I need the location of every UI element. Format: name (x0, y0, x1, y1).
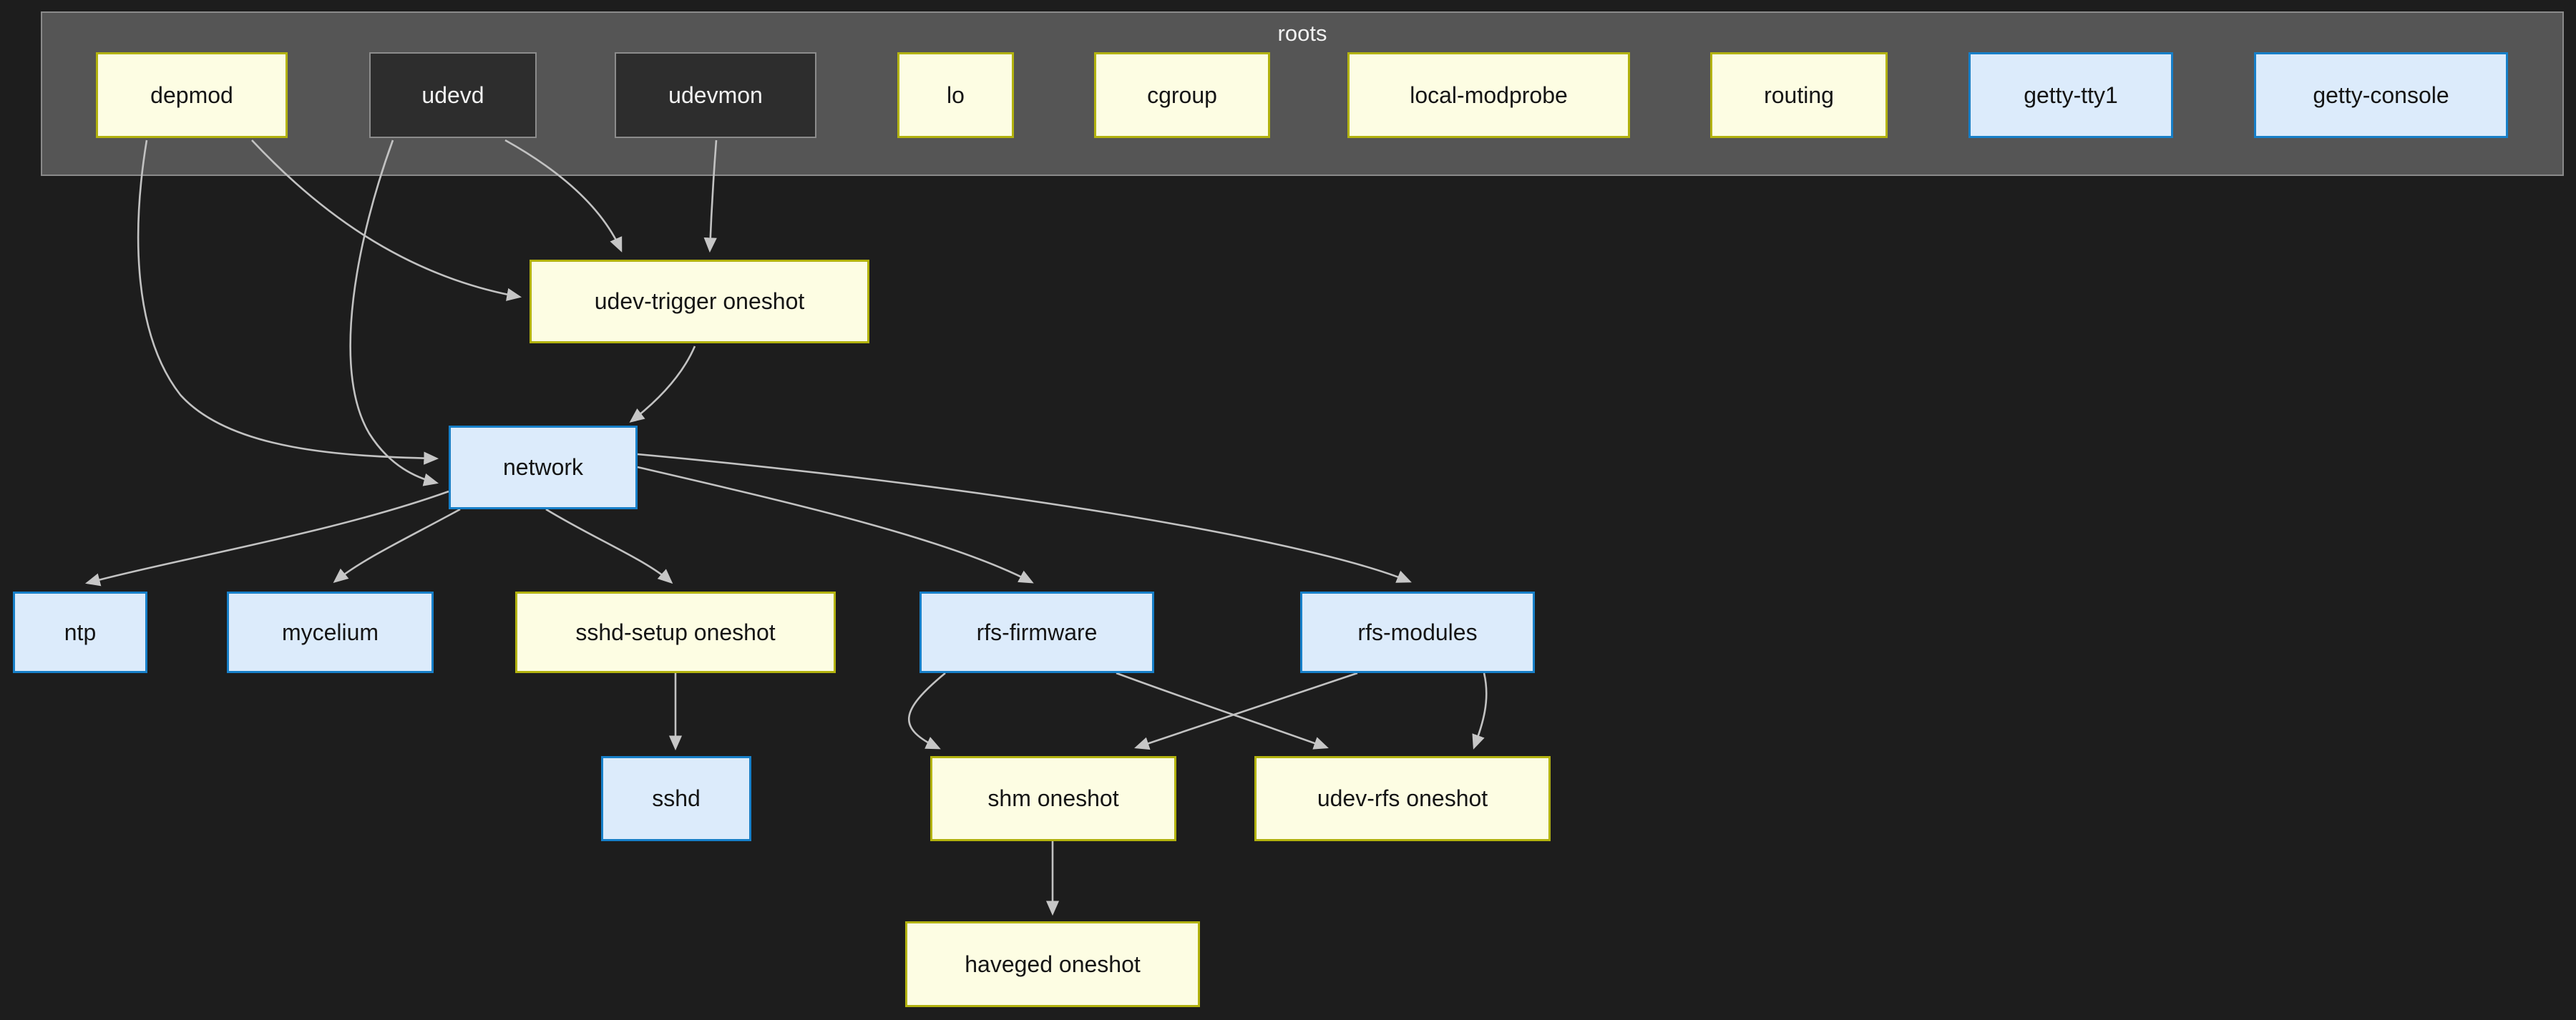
node-label-getty-tty1: getty-tty1 (2024, 82, 2118, 108)
node-label-ntp: ntp (64, 619, 97, 645)
node-label-shm: shm oneshot (987, 785, 1119, 811)
node-udevmon: udevmon (615, 52, 816, 138)
node-mycelium: mycelium (227, 592, 434, 673)
edge-network-to-ntp (84, 490, 449, 587)
node-getty-tty1: getty-tty1 (1968, 52, 2173, 138)
node-haveged: haveged oneshot (905, 921, 1200, 1007)
edge-network-to-rfs-firmware (637, 466, 1034, 584)
edge-network-to-sshd-setup (545, 508, 673, 584)
node-label-udevd: udevd (421, 82, 484, 108)
node-lo: lo (897, 52, 1014, 138)
edge-network-to-mycelium (333, 508, 461, 583)
node-udev-trigger: udev-trigger oneshot (530, 260, 869, 343)
node-network: network (449, 426, 638, 509)
node-label-mycelium: mycelium (281, 619, 379, 645)
node-getty-console: getty-console (2254, 52, 2508, 138)
node-label-rfs-modules: rfs-modules (1357, 619, 1478, 645)
node-local-modprobe: local-modprobe (1347, 52, 1630, 138)
edge-network-to-rfs-modules (637, 453, 1412, 583)
node-label-depmod: depmod (150, 82, 233, 108)
edge-rfs-modules-to-shm (1134, 672, 1358, 750)
edge-udevd-to-network (349, 139, 439, 486)
edge-depmod-to-network (137, 139, 439, 465)
edge-rfs-modules-to-udev-rfs (1472, 672, 1488, 750)
node-label-routing: routing (1764, 82, 1834, 108)
node-depmod: depmod (96, 52, 288, 138)
node-udev-rfs: udev-rfs oneshot (1254, 756, 1551, 841)
edge-rfs-firmware-to-udev-rfs (1116, 672, 1329, 750)
edge-udev-trigger-to-network (629, 345, 696, 423)
node-sshd-setup: sshd-setup oneshot (515, 592, 836, 673)
node-label-sshd: sshd (652, 785, 701, 811)
cluster-roots-label: roots (1277, 21, 1327, 46)
node-ntp: ntp (13, 592, 147, 673)
node-rfs-modules: rfs-modules (1300, 592, 1535, 673)
node-label-haveged: haveged oneshot (965, 951, 1141, 977)
node-udevd: udevd (369, 52, 537, 138)
node-label-cgroup: cgroup (1147, 82, 1217, 108)
node-label-udev-trigger: udev-trigger oneshot (594, 288, 805, 314)
node-label-getty-console: getty-console (2313, 82, 2449, 108)
node-cgroup: cgroup (1094, 52, 1270, 138)
node-label-network: network (502, 454, 584, 480)
node-sshd: sshd (601, 756, 751, 841)
node-label-local-modprobe: local-modprobe (1410, 82, 1568, 108)
edge-rfs-firmware-to-shm (908, 672, 946, 750)
node-label-udev-rfs: udev-rfs oneshot (1317, 785, 1488, 811)
node-shm: shm oneshot (930, 756, 1176, 841)
node-label-udevmon: udevmon (668, 82, 763, 108)
node-rfs-firmware: rfs-firmware (919, 592, 1154, 673)
node-label-lo: lo (947, 82, 965, 108)
node-label-rfs-firmware: rfs-firmware (976, 619, 1098, 645)
node-routing: routing (1710, 52, 1888, 138)
node-label-sshd-setup: sshd-setup oneshot (575, 619, 776, 645)
